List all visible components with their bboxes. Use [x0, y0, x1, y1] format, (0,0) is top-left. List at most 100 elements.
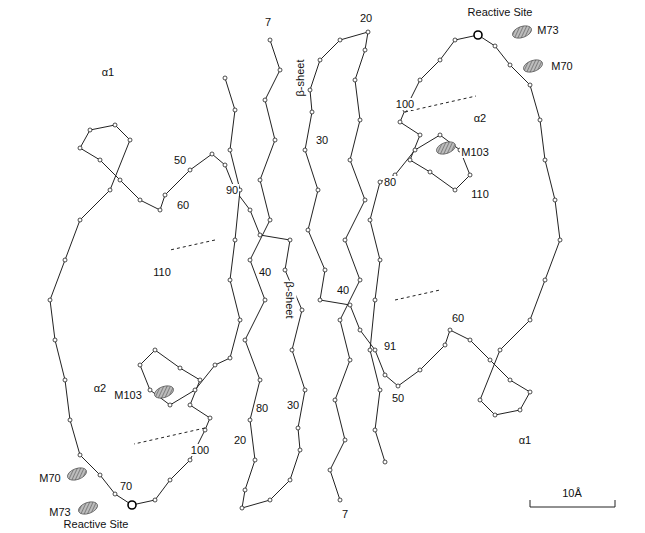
calpha-atom: [208, 416, 212, 420]
calpha-atom: [468, 338, 472, 342]
calpha-atom: [353, 78, 357, 82]
calpha-atom: [48, 298, 52, 302]
calpha-atom: [373, 298, 377, 302]
calpha-atom: [543, 158, 547, 162]
calpha-atom: [363, 48, 367, 52]
calpha-atom: [158, 208, 162, 212]
calpha-atom: [453, 38, 457, 42]
calpha-atom: [373, 428, 377, 432]
calpha-atom: [233, 108, 237, 112]
residue-label: 70: [119, 480, 133, 492]
calpha-atom: [378, 258, 382, 262]
calpha-atom: [348, 158, 352, 162]
calpha-atom: [363, 198, 367, 202]
calpha-atom: [396, 384, 400, 388]
scale-label: 10Å: [561, 487, 583, 499]
residue-label: α2: [473, 112, 487, 124]
residue-label: 60: [176, 199, 190, 211]
calpha-atom: [178, 366, 182, 370]
calpha-atom: [188, 458, 192, 462]
calpha-atom: [448, 328, 452, 332]
calpha-atom: [383, 460, 387, 464]
calpha-atom: [553, 198, 557, 202]
residue-label: 100: [395, 98, 415, 110]
hydrogen-bond: [134, 428, 205, 444]
methionine-site: [511, 23, 534, 40]
calpha-atom: [288, 478, 292, 482]
residue-label: 30: [315, 134, 329, 146]
calpha-atom: [300, 308, 304, 312]
calpha-atom: [493, 413, 497, 417]
residue-label: β-sheet: [284, 281, 296, 320]
methionine-site: [66, 465, 89, 482]
reactive-site-atom: [128, 501, 136, 509]
calpha-atom: [303, 148, 307, 152]
calpha-atom: [163, 193, 167, 197]
residue-label: α1: [518, 434, 532, 446]
calpha-atom: [508, 378, 512, 382]
calpha-atom: [398, 120, 402, 124]
calpha-atom: [310, 110, 314, 114]
calpha-atom: [368, 218, 372, 222]
calpha-atom: [53, 338, 57, 342]
residue-label: 110: [470, 188, 490, 200]
calpha-atom: [338, 38, 342, 42]
hydrogen-bond: [170, 240, 215, 250]
calpha-atom: [428, 170, 432, 174]
calpha-atom: [228, 278, 232, 282]
residue-label: M73: [536, 24, 559, 36]
calpha-atom: [243, 338, 247, 342]
calpha-atom: [268, 218, 272, 222]
calpha-atom: [493, 44, 497, 48]
residue-label: 80: [255, 402, 269, 414]
calpha-atom: [418, 133, 422, 137]
calpha-atom: [296, 426, 300, 430]
calpha-atom: [258, 378, 262, 382]
calpha-atom: [138, 198, 142, 202]
residue-label: 20: [233, 434, 247, 446]
calpha-atom: [268, 498, 272, 502]
calpha-atom: [243, 488, 247, 492]
calpha-atom: [108, 188, 112, 192]
calpha-atom: [98, 473, 102, 477]
calpha-atom: [258, 178, 262, 182]
backbone-trace: [50, 40, 305, 508]
calpha-atom: [240, 506, 244, 510]
calpha-atom: [288, 238, 292, 242]
calpha-atom: [258, 233, 262, 237]
calpha-atom: [153, 498, 157, 502]
calpha-atom: [113, 492, 117, 496]
calpha-atom: [128, 138, 132, 142]
calpha-atom: [213, 363, 217, 367]
calpha-atom: [248, 208, 252, 212]
calpha-atom: [188, 403, 192, 407]
calpha-atom: [263, 298, 267, 302]
reactive-site-atom: [474, 31, 482, 39]
calpha-atom: [278, 68, 282, 72]
residue-label: M70: [38, 472, 61, 484]
calpha-atom: [233, 238, 237, 242]
calpha-atom: [88, 128, 92, 132]
calpha-atom: [468, 173, 472, 177]
calpha-atom: [543, 278, 547, 282]
calpha-atom: [228, 356, 232, 360]
methionine-site: [522, 57, 545, 74]
calpha-atom: [478, 398, 482, 402]
calpha-atom: [343, 438, 347, 442]
calpha-atom: [318, 298, 322, 302]
calpha-atom: [438, 58, 442, 62]
calpha-atom: [78, 146, 82, 150]
calpha-atom: [303, 388, 307, 392]
calpha-atom: [418, 78, 422, 82]
calpha-atom: [263, 98, 267, 102]
calpha-atom: [418, 368, 422, 372]
calpha-atom: [268, 38, 272, 42]
residue-label: α1: [101, 66, 115, 78]
residue-label: 50: [391, 392, 405, 404]
scale-bar: [530, 500, 615, 507]
residue-label: 50: [173, 154, 187, 166]
calpha-atom: [118, 178, 122, 182]
calpha-atom: [273, 138, 277, 142]
calpha-atom: [68, 418, 72, 422]
residue-label: 30: [286, 399, 300, 411]
